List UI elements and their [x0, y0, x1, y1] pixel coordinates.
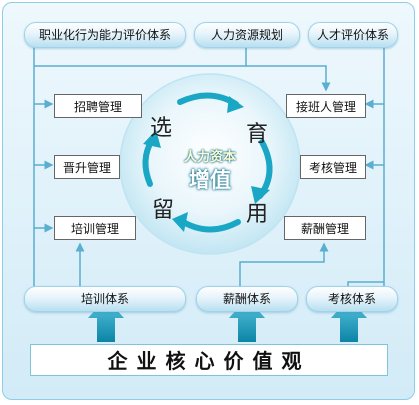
cycle-use: 用: [246, 202, 269, 227]
core-values-base: 企业核心价值观: [30, 344, 388, 376]
cycle-select: 选: [150, 116, 173, 141]
top-pill-hr-planning: 人力资源规划: [194, 22, 300, 48]
box-recruitment: 招聘管理: [54, 94, 142, 118]
cycle-develop: 育: [246, 122, 269, 147]
top-pill-talent-evaluation: 人才评价体系: [308, 22, 398, 48]
bottom-pill-compensation-system: 薪酬体系: [196, 286, 298, 312]
box-compensation: 薪酬管理: [284, 216, 366, 240]
center-subtitle: 增值: [189, 168, 231, 192]
box-promotion: 晋升管理: [54, 155, 120, 179]
box-appraisal: 考核管理: [300, 155, 366, 179]
bottom-pill-training-system: 培训体系: [24, 286, 186, 312]
box-succession: 接班人管理: [286, 94, 366, 118]
center-title: 人力资本: [183, 150, 236, 165]
bottom-pill-appraisal-system: 考核体系: [306, 286, 398, 312]
box-training-management: 培训管理: [54, 216, 136, 240]
cycle-retain: 留: [152, 198, 175, 223]
top-pill-behavior-evaluation: 职业化行为能力评价体系: [24, 22, 186, 48]
